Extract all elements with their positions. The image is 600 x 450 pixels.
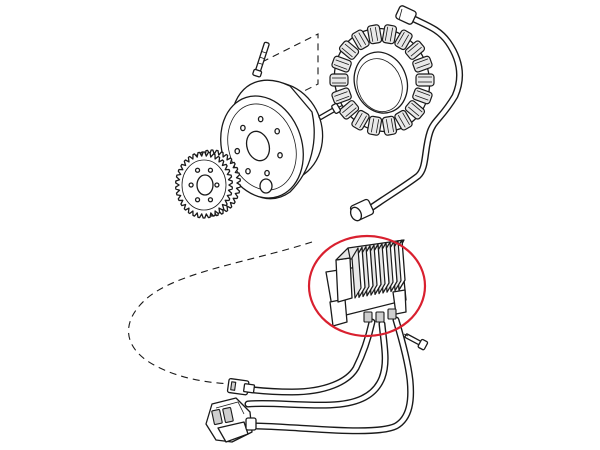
rotor-bolt-hole — [240, 124, 246, 132]
stator-coil — [366, 24, 383, 45]
stator-bolt — [252, 41, 270, 78]
stator-wire — [364, 12, 464, 214]
dashed-routing-lines — [128, 33, 353, 385]
rotor-bolt-hole — [274, 127, 281, 135]
regulator-bolt — [404, 333, 429, 351]
stator — [329, 24, 435, 136]
sprocket — [175, 149, 241, 219]
regulator-cooling-fins — [351, 239, 406, 299]
stator-coil — [381, 24, 398, 45]
stator-bolt-dashed-line — [261, 33, 319, 94]
regulator-wire-exit — [375, 311, 385, 323]
stator-wire-dashed-route — [128, 241, 313, 385]
stator-coil — [394, 29, 413, 51]
stator-coil — [366, 115, 383, 136]
rotor-mounting-holes — [234, 115, 283, 177]
stator-coil — [351, 29, 370, 51]
rotor-screw — [318, 103, 342, 121]
rotor-bolt-hole — [257, 115, 264, 123]
stator-coil — [404, 100, 426, 120]
stator-coil — [381, 115, 398, 136]
rotor-bolt-hole — [264, 169, 270, 177]
regulator-fin — [351, 247, 362, 299]
regulator-wire-exit — [387, 308, 397, 320]
rotor-bolt-hole — [234, 147, 241, 155]
regulator-highlight-circle — [307, 234, 427, 338]
rotor-bolt-hole — [245, 167, 251, 175]
stator-coil — [394, 109, 413, 131]
regulator-wire-harness — [236, 316, 415, 435]
rotor — [220, 79, 324, 200]
regulator-connector — [205, 397, 257, 443]
stator-coil — [415, 73, 435, 87]
regulator-wire-exit — [363, 311, 373, 323]
stator-connector — [226, 378, 256, 396]
stator-coil — [329, 73, 349, 87]
stator-coil — [338, 100, 360, 120]
stator-coil — [351, 109, 370, 131]
stator-wire-grommet — [395, 5, 417, 25]
stator-coil — [404, 40, 426, 60]
stator-coil — [338, 40, 360, 60]
rotor-bolt-hole — [277, 152, 283, 159]
voltage-regulator — [325, 239, 407, 327]
stator-wire-boot — [349, 198, 375, 222]
